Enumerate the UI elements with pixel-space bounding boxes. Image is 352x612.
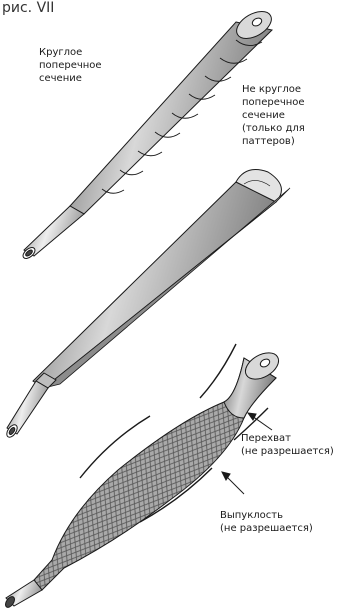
label-waist: Перехват (не разрешается) xyxy=(241,432,334,458)
label-non-round-cross-section: Не круглое поперечное сечение (только дл… xyxy=(242,83,305,148)
label-bulge: Выпуклость (не разрешается) xyxy=(220,509,313,535)
figure-title: рис. VII xyxy=(2,0,54,16)
bulge-arrow xyxy=(222,472,244,494)
label-round-cross-section: Круглое поперечное сечение xyxy=(39,46,102,85)
